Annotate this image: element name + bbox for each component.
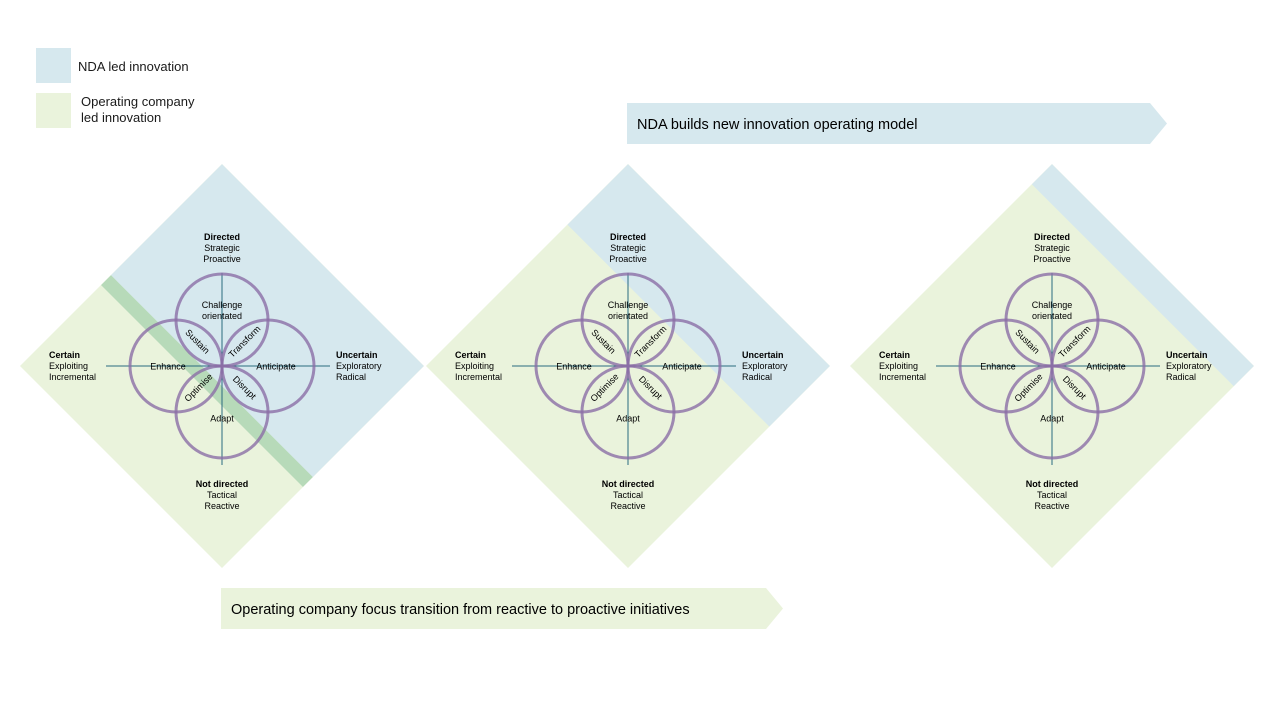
- circle-adapt: [1004, 364, 1100, 460]
- label-anticipate: Anticipate: [1086, 361, 1126, 371]
- label-uncertain-line: Radical: [742, 372, 772, 382]
- label-certain-line: Exploiting: [455, 361, 494, 371]
- bottom-banner-arrow: [221, 588, 783, 629]
- label-uncertain-line: Uncertain: [742, 350, 784, 360]
- label-enhance: Enhance: [980, 361, 1016, 371]
- label-enhance: Enhance: [150, 361, 186, 371]
- label-uncertain-line: Exploratory: [1166, 361, 1212, 371]
- label-challenge-orientated-line: orientated: [1032, 311, 1072, 321]
- label-not-directed-line: Tactical: [613, 490, 643, 500]
- circle-adapt: [174, 364, 270, 460]
- legend-swatch-operating: [36, 93, 71, 128]
- label-adapt: Adapt: [616, 413, 640, 423]
- label-not-directed-line: Not directed: [1026, 479, 1079, 489]
- label-directed-line: Proactive: [1033, 254, 1071, 264]
- label-certain-line: Certain: [49, 350, 80, 360]
- legend-label-operating-line1: Operating company: [81, 94, 195, 109]
- label-not-directed-line: Tactical: [1037, 490, 1067, 500]
- label-certain-line: Incremental: [455, 372, 502, 382]
- label-directed-line: Proactive: [203, 254, 241, 264]
- label-directed-line: Directed: [1034, 232, 1070, 242]
- label-anticipate: Anticipate: [256, 361, 296, 371]
- label-not-directed-line: Not directed: [196, 479, 249, 489]
- label-certain-line: Incremental: [879, 372, 926, 382]
- legend-label-operating: Operating company led innovation: [81, 94, 241, 126]
- label-challenge-orientated-line: orientated: [202, 311, 242, 321]
- label-certain-line: Exploiting: [49, 361, 88, 371]
- label-directed-line: Strategic: [610, 243, 646, 253]
- label-uncertain-line: Radical: [336, 372, 366, 382]
- label-directed-line: Strategic: [1034, 243, 1070, 253]
- label-not-directed-line: Reactive: [204, 501, 239, 511]
- label-not-directed-line: Not directed: [602, 479, 655, 489]
- label-not-directed-line: Reactive: [610, 501, 645, 511]
- label-challenge-orientated-line: Challenge: [1032, 300, 1073, 310]
- label-uncertain-line: Uncertain: [336, 350, 378, 360]
- transition-band: [101, 275, 313, 487]
- nda-region: [567, 164, 830, 427]
- label-anticipate: Anticipate: [662, 361, 702, 371]
- label-certain-line: Certain: [879, 350, 910, 360]
- label-certain-line: Certain: [455, 350, 486, 360]
- label-directed-line: Proactive: [609, 254, 647, 264]
- label-directed-line: Directed: [204, 232, 240, 242]
- label-uncertain-line: Uncertain: [1166, 350, 1208, 360]
- legend-label-operating-line2: led innovation: [81, 110, 162, 125]
- label-directed-line: Strategic: [204, 243, 240, 253]
- label-adapt: Adapt: [210, 413, 234, 423]
- label-certain-line: Incremental: [49, 372, 96, 382]
- nda-region: [1031, 164, 1254, 387]
- top-banner-text: NDA builds new innovation operating mode…: [637, 117, 918, 133]
- label-challenge-orientated-line: orientated: [608, 311, 648, 321]
- label-uncertain-line: Radical: [1166, 372, 1196, 382]
- label-uncertain-line: Exploratory: [336, 361, 382, 371]
- legend-swatch-nda: [36, 48, 71, 83]
- label-uncertain-line: Exploratory: [742, 361, 788, 371]
- legend-label-nda: NDA led innovation: [78, 59, 189, 74]
- bottom-banner-text: Operating company focus transition from …: [231, 602, 690, 618]
- label-challenge-orientated-line: Challenge: [202, 300, 243, 310]
- label-not-directed-line: Reactive: [1034, 501, 1069, 511]
- label-enhance: Enhance: [556, 361, 592, 371]
- label-certain-line: Exploiting: [879, 361, 918, 371]
- circle-adapt: [580, 364, 676, 460]
- top-banner-arrow: [627, 103, 1167, 144]
- label-adapt: Adapt: [1040, 413, 1064, 423]
- label-not-directed-line: Tactical: [207, 490, 237, 500]
- label-challenge-orientated-line: Challenge: [608, 300, 649, 310]
- label-directed-line: Directed: [610, 232, 646, 242]
